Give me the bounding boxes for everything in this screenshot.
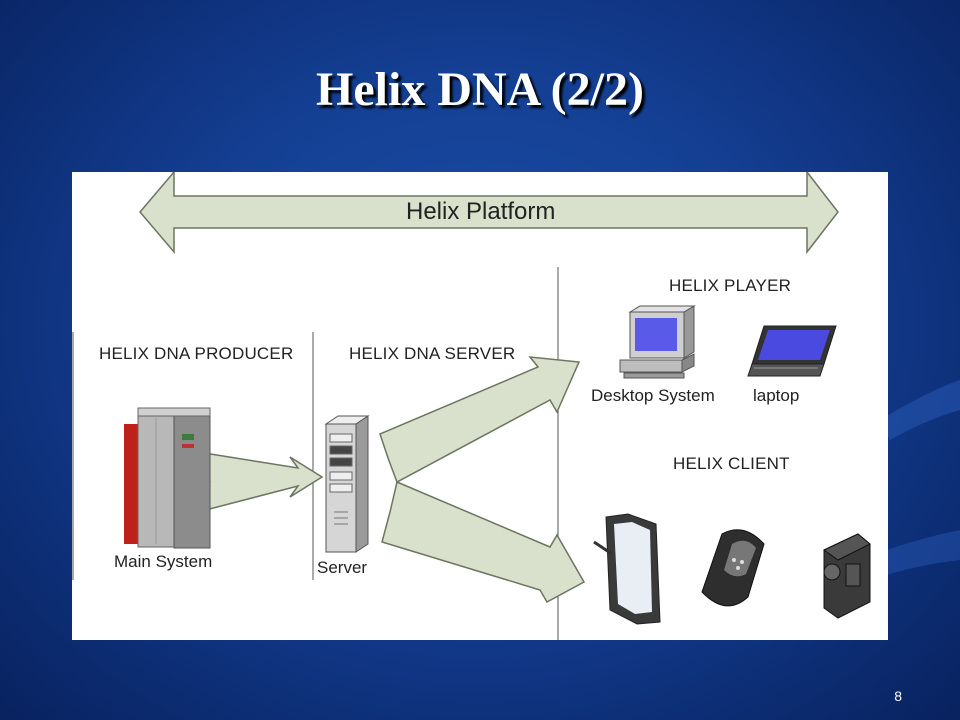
platform-double-arrow: [139, 172, 839, 255]
laptop-label: laptop: [753, 386, 800, 405]
desktop-icon: [619, 305, 696, 379]
mobile-phone-icon: [701, 529, 765, 607]
desktop-label: Desktop System: [591, 386, 715, 405]
server-heading: HELIX DNA SERVER: [349, 344, 516, 363]
main-system-label: Main System: [114, 552, 213, 571]
camcorder-icon: [823, 533, 871, 619]
tablet-icon: [593, 513, 661, 625]
arrow-server-to-client: [381, 480, 586, 604]
laptop-icon: [747, 325, 837, 377]
client-heading: HELIX CLIENT: [673, 454, 790, 473]
platform-label: Helix Platform: [406, 198, 556, 225]
player-heading: HELIX PLAYER: [669, 276, 792, 295]
producer-heading: HELIX DNA PRODUCER: [99, 344, 294, 363]
main-system-icon: [124, 407, 211, 549]
server-icon: [324, 415, 370, 553]
page-number: 8: [894, 688, 902, 704]
server-label: Server: [317, 558, 368, 577]
arrow-server-to-player: [379, 356, 581, 484]
helix-diagram: Helix Platform HELIX DNA PRODUCER HELIX …: [72, 172, 888, 640]
slide-title: Helix DNA (2/2): [316, 63, 644, 116]
arrow-producer-to-server: [196, 451, 324, 514]
